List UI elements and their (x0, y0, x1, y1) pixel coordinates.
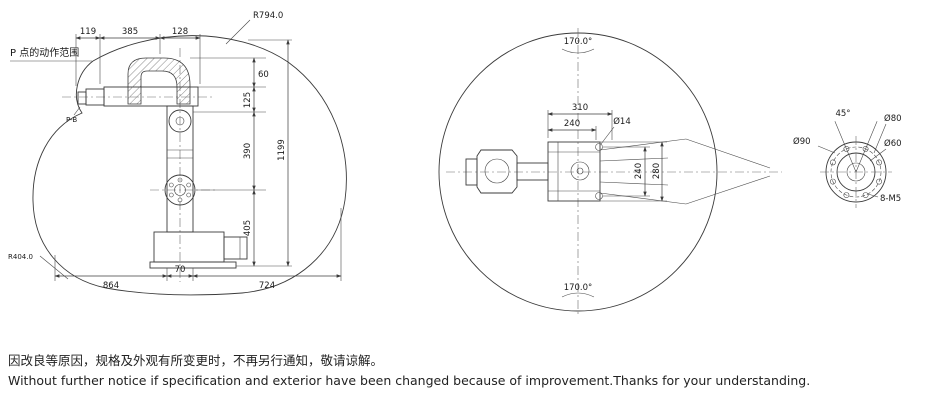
point-leader (73, 106, 81, 116)
dim-240-height: 240 (634, 163, 644, 179)
angle-ray-left (834, 121, 857, 173)
flange-view: 45° Ø90 Ø80 Ø60 8-M5 (793, 109, 902, 208)
motor-box (223, 236, 248, 260)
dim-70: 70 (175, 265, 186, 275)
side-view: P 点的动作范围 P-B R794.0 R404.0 119 385 128 (8, 11, 347, 296)
point-label: P-B (66, 116, 77, 124)
mount-hole (595, 192, 603, 200)
bolt-spec-label: 8-M5 (880, 194, 901, 204)
bolt-spec-leader (867, 193, 879, 198)
flange-bore (846, 162, 866, 182)
working-envelope-outline (32, 35, 347, 296)
bolt-circle (830, 146, 882, 198)
envelope-range-label: P 点的动作范围 (10, 46, 79, 59)
angle-upper-arc (561, 48, 595, 54)
radius-inner-leader (39, 255, 69, 280)
angle-lower-label: 170.0° (564, 283, 593, 293)
robot-side-silhouette (77, 57, 248, 269)
radius-outer-label: R794.0 (253, 11, 283, 21)
dim-280: 280 (652, 163, 662, 179)
side-right-dimensions: 60 125 390 405 1199 (190, 39, 292, 267)
note-chinese: 因改良等原因，规格及外观有所变更时，不再另行通知，敬请谅解。 (8, 353, 383, 368)
side-bottom-dimensions: 864 70 724 (54, 208, 342, 291)
angle-upper-label: 170.0° (564, 37, 593, 47)
angle-lower-arc (561, 292, 595, 298)
robot-base (153, 231, 225, 263)
dim-864: 864 (103, 281, 119, 291)
angle-ray-right (855, 121, 878, 173)
bolt-holes (830, 145, 882, 198)
dim-119: 119 (80, 27, 96, 37)
dia-80-leader (873, 123, 887, 154)
top-view-dimensions: 310 240 Ø14 240 280 (547, 103, 667, 202)
dim-310: 310 (572, 103, 588, 113)
dim-125: 125 (243, 92, 253, 108)
robot-top-silhouette (465, 138, 771, 205)
dim-390: 390 (243, 143, 253, 159)
elbow-joint (168, 109, 192, 133)
dia-60-label: Ø60 (884, 138, 902, 149)
dim-1199: 1199 (277, 139, 287, 161)
side-top-dimensions: 119 385 128 (75, 27, 201, 86)
radius-outer-leader (225, 19, 251, 45)
dia-80-label: Ø80 (884, 113, 902, 124)
dia-14-label: Ø14 (613, 116, 631, 127)
dim-128: 128 (172, 27, 188, 37)
dim-385: 385 (122, 27, 138, 37)
dia-90-label: Ø90 (793, 136, 811, 147)
radius-inner-label: R404.0 (8, 253, 33, 261)
dim-240-width: 240 (564, 119, 580, 129)
dim-60: 60 (258, 70, 269, 80)
dim-405: 405 (243, 220, 253, 236)
dia-90-leader (817, 145, 836, 154)
note-english: Without further notice if specification … (8, 373, 810, 388)
angle-45-label: 45° (835, 109, 850, 119)
cable-carrier (127, 57, 191, 105)
dim-724: 724 (259, 281, 275, 291)
dia-60-leader (869, 148, 887, 162)
shoulder-joint (164, 174, 196, 206)
top-view: 170.0° 170.0° (438, 28, 782, 316)
mount-hole (595, 143, 603, 151)
notes: 因改良等原因，规格及外观有所变更时，不再另行通知，敬请谅解。 Without f… (8, 353, 810, 388)
